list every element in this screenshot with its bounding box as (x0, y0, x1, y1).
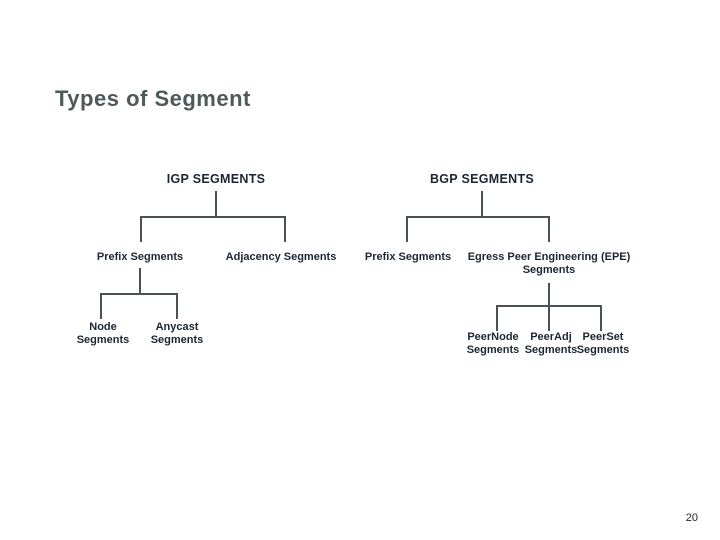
connector-line (139, 268, 141, 295)
connector-line (176, 293, 178, 319)
tree-node-igp-node-segments: Node Segments (76, 321, 130, 346)
tree-node-bgp-peerset-segments: PeerSet Segments (576, 331, 630, 356)
connector-line (481, 191, 483, 217)
connector-line (284, 216, 286, 242)
connector-line (100, 293, 102, 319)
tree-node-igp-segments: IGP SEGMENTS (166, 172, 266, 186)
connector-line (496, 305, 498, 331)
connector-line (215, 191, 217, 217)
connector-line (548, 283, 550, 331)
tree-node-bgp-segments: BGP SEGMENTS (429, 172, 535, 186)
connector-line (496, 305, 602, 307)
connector-line (600, 305, 602, 331)
connector-line (140, 216, 286, 218)
connector-line (100, 293, 178, 295)
connector-line (406, 216, 408, 242)
tree-node-bgp-peernode-segments: PeerNode Segments (466, 331, 520, 356)
connector-line (548, 216, 550, 242)
tree-node-igp-anycast-segments: Anycast Segments (150, 321, 204, 346)
slide-title: Types of Segment (55, 86, 251, 111)
tree-node-bgp-peeradj-segments: PeerAdj Segments (524, 331, 578, 356)
tree-node-bgp-epe-segments: Egress Peer Engineering (EPE) Segments (467, 251, 631, 276)
connector-line (406, 216, 550, 218)
tree-node-bgp-prefix-segments: Prefix Segments (364, 251, 452, 263)
page-number: 20 (685, 512, 698, 524)
tree-node-igp-prefix-segments: Prefix Segments (96, 251, 184, 263)
connector-line (140, 216, 142, 242)
tree-node-igp-adjacency-segments: Adjacency Segments (225, 251, 337, 263)
